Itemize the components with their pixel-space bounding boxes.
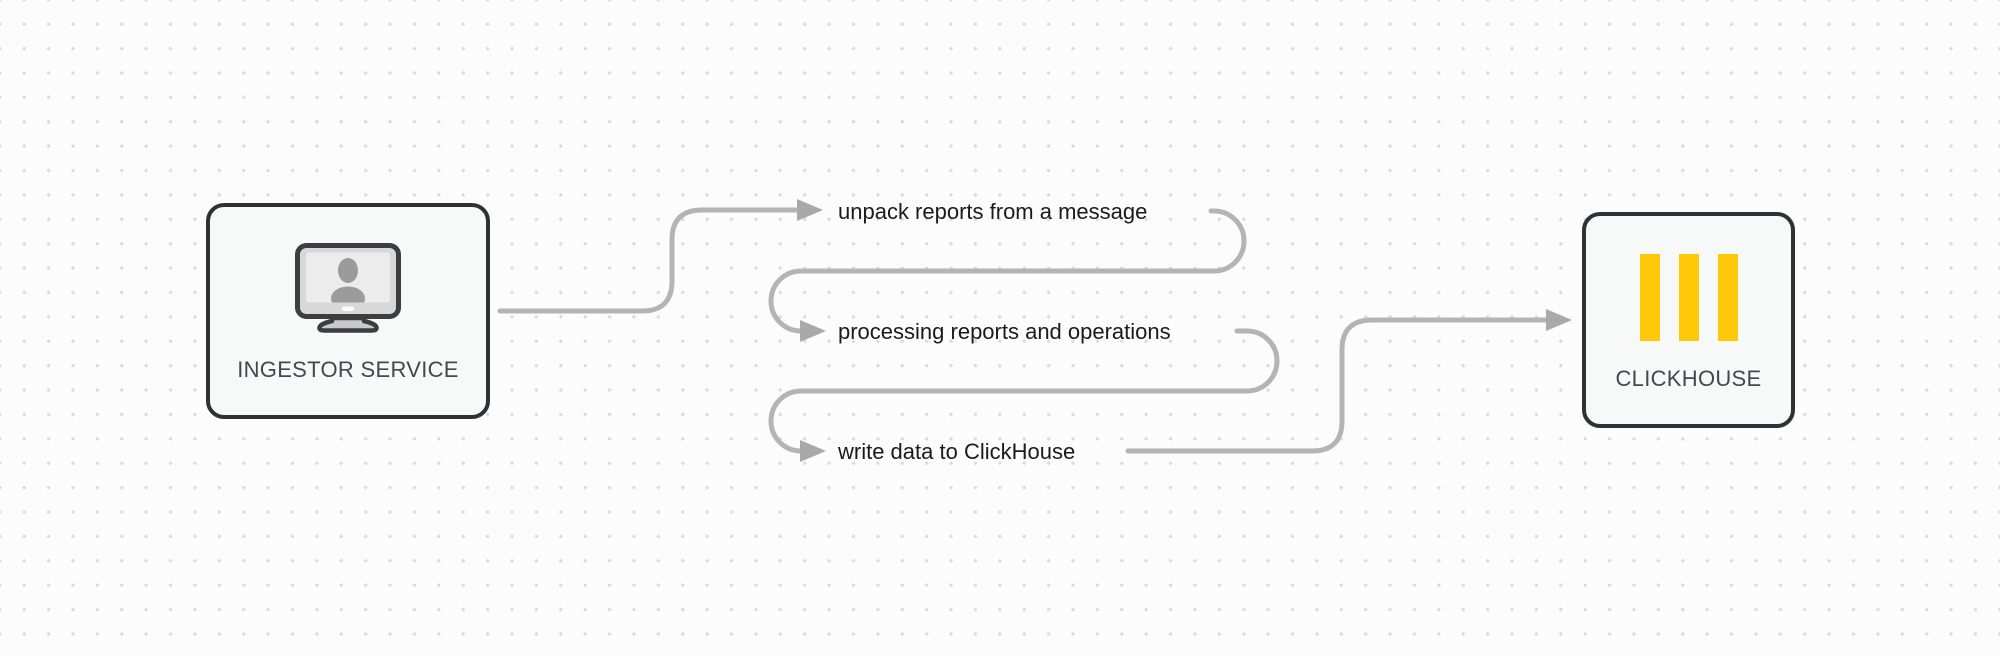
connector-unpack-to-processing[interactable] — [768, 208, 1247, 342]
node-clickhouse[interactable]: CLICKHOUSE — [1582, 212, 1795, 428]
connector-processing-to-write[interactable] — [768, 328, 1280, 462]
clickhouse-bar — [1717, 254, 1738, 341]
clickhouse-bar — [1678, 254, 1699, 341]
node-ingestor-service[interactable]: INGESTOR SERVICE — [206, 203, 490, 419]
step-label-write-data[interactable]: write data to ClickHouse — [838, 439, 1076, 464]
clickhouse-bar — [1639, 254, 1660, 341]
node-label-clickhouse: CLICKHOUSE — [1615, 366, 1762, 391]
step-label-unpack-reports[interactable]: unpack reports from a message — [838, 199, 1148, 224]
monitor-user-icon — [295, 243, 401, 333]
clickhouse-logo-icon — [1639, 254, 1738, 341]
step-label-processing-reports[interactable]: processing reports and operations — [838, 319, 1171, 344]
connector-ingestor-to-unpack[interactable] — [497, 199, 823, 314]
connector-write-to-clickhouse[interactable] — [1125, 309, 1572, 454]
node-label-ingestor: INGESTOR SERVICE — [237, 357, 459, 382]
user-silhouette-icon — [331, 258, 365, 303]
